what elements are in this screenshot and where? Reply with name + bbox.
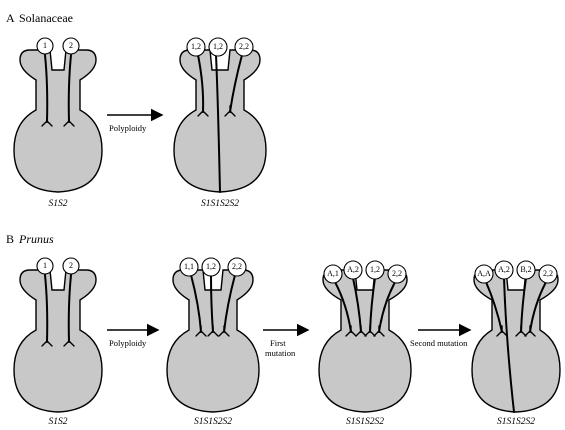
pistil-a2: 1,2 1,2 2,2 S1S1S2S2 bbox=[174, 38, 266, 209]
section-b-title: Prunus bbox=[18, 232, 54, 246]
pistil-b1: 1 2 S1S2 bbox=[14, 258, 102, 427]
pollen-label: 1,2 bbox=[191, 42, 201, 51]
pistil-b4: A,A A,2 B,2 2,2 S1S1S2S2 bbox=[472, 261, 560, 427]
genotype-label: S1S1S2S2 bbox=[201, 199, 239, 209]
arrow-label: mutation bbox=[265, 348, 296, 358]
pollen-label: A,A bbox=[477, 269, 491, 278]
pollen-label: 2,2 bbox=[392, 269, 402, 278]
arrow-label: First bbox=[270, 338, 286, 348]
pollen-label: 1,1 bbox=[184, 262, 194, 271]
pollen-label: B,2 bbox=[520, 265, 531, 274]
pollen-label: 1,2 bbox=[370, 265, 380, 274]
pollen-label: 1,2 bbox=[213, 42, 223, 51]
pistil-a1: 1 2 S1S2 bbox=[14, 38, 102, 209]
pollen-label: 1 bbox=[43, 41, 47, 50]
pollen-label: 2,2 bbox=[232, 262, 242, 271]
pollen-label: 2,2 bbox=[543, 269, 553, 278]
pollen-label: A,2 bbox=[347, 265, 359, 274]
genotype-label: S1S1S2S2 bbox=[346, 417, 384, 427]
genotype-label: S1S2 bbox=[49, 417, 68, 427]
arrow-label: Polyploidy bbox=[109, 123, 147, 133]
pollen-label: 2,2 bbox=[239, 42, 249, 51]
pollen-label: 1,2 bbox=[206, 262, 216, 271]
section-a-letter: A bbox=[6, 11, 15, 25]
genotype-label: S1S1S2S2 bbox=[194, 417, 232, 427]
section-a-title: Solanaceae bbox=[19, 11, 73, 25]
pollen-label: A,2 bbox=[498, 265, 510, 274]
genotype-label: S1S1S2S2 bbox=[497, 417, 535, 427]
pollen-label: 2 bbox=[69, 41, 73, 50]
pistil-b2: 1,1 1,2 2,2 S1S1S2S2 bbox=[167, 258, 259, 427]
pollen-label: A,1 bbox=[327, 269, 339, 278]
pollen-label: 1 bbox=[43, 261, 47, 270]
genotype-label: S1S2 bbox=[49, 199, 68, 209]
arrow-label: Polyploidy bbox=[109, 338, 147, 348]
arrow-label: Second mutation bbox=[410, 338, 468, 348]
pollen-label: 2 bbox=[69, 261, 73, 270]
section-b-letter: B bbox=[6, 232, 14, 246]
pistil-b3: A,1 A,2 1,2 2,2 S1S1S2S2 bbox=[319, 261, 411, 427]
